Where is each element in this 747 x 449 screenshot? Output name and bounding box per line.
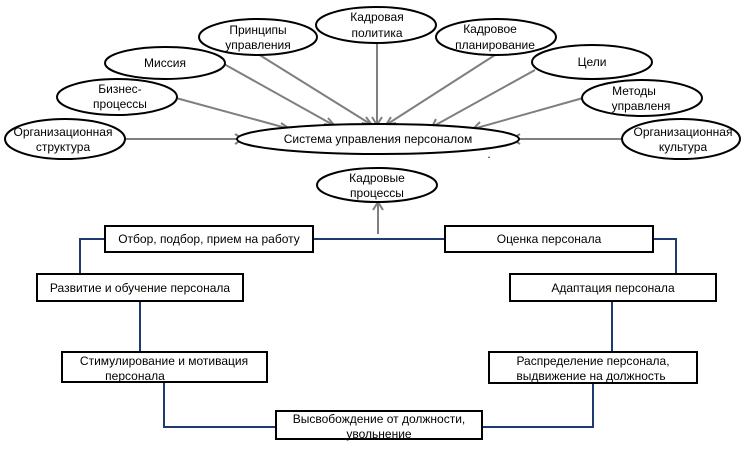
- box-motivation: [61, 351, 268, 383]
- factor-hr-policy: Кадровая политика: [315, 6, 437, 44]
- cycle-dismissal: Высвобождение от должности, увольнение: [275, 410, 483, 441]
- box-selection: [104, 225, 314, 253]
- connector-distribution-dismissal: [482, 383, 594, 428]
- arrow-business-processes: [175, 97, 291, 130]
- factor-org-culture: Организационная культура: [621, 118, 741, 160]
- center-node: Система управления персоналом .: [236, 123, 520, 161]
- center-ellipse: [236, 123, 520, 155]
- label-dismissal-line1: Высвобождение от должности,: [293, 412, 466, 426]
- cycle-motivation: Стимулирование и мотивация персонала: [61, 351, 268, 383]
- label-hr-planning-line2: планирование: [455, 38, 535, 52]
- label-org-culture-line1: Организационная: [634, 125, 733, 139]
- label-motivation-line2: персонала: [105, 369, 165, 383]
- cycle-distribution: Распределение персонала, выдвижение на д…: [488, 351, 698, 384]
- factor-business-processes: Бизнес- процессы: [56, 78, 178, 116]
- label-dismissal-line2: увольнение: [346, 427, 412, 441]
- arrow-goals: [431, 69, 536, 128]
- label-hr-policy-line2: политика: [352, 26, 403, 40]
- cycle-connectors: [79, 238, 677, 428]
- label-assessment: Оценка персонала: [497, 232, 602, 246]
- hr-processes-node: Кадровые процессы: [316, 167, 438, 203]
- factor-principles: Принципы управления: [198, 18, 318, 56]
- label-principles-line1: Принципы: [229, 23, 286, 37]
- factor-hr-planning: Кадровое планирование: [435, 18, 557, 56]
- box-assessment: [444, 225, 654, 253]
- arrow-methods: [472, 97, 584, 130]
- label-selection: Отбор, подбор, прием на работу: [118, 232, 300, 246]
- process-arrow: [372, 200, 384, 234]
- label-methods-line1: Методы: [612, 84, 656, 98]
- label-distribution-line2: выдвижение на должность: [516, 369, 665, 383]
- box-adaptation: [509, 273, 717, 302]
- box-distribution: [488, 351, 698, 384]
- ellipse-principles: [198, 18, 318, 56]
- cycle-adaptation: Адаптация персонала: [509, 273, 717, 302]
- label-hr-processes-line2: процессы: [350, 186, 404, 200]
- label-org-culture-line2: культура: [659, 140, 708, 154]
- factor-org-structure: Организационная структура: [4, 118, 126, 160]
- label-methods-line2: управленя: [612, 99, 671, 113]
- connector-dismissal-motivation: [163, 382, 276, 428]
- label-motivation-line1: Стимулирование и мотивация: [80, 354, 248, 368]
- stray-dot: .: [487, 147, 490, 161]
- label-business-processes-line2: процессы: [93, 97, 147, 111]
- label-principles-line2: управления: [225, 38, 290, 52]
- factor-methods: Методы управленя: [581, 79, 703, 117]
- ellipse-org-culture: [621, 118, 741, 160]
- factor-mission: Миссия: [104, 46, 226, 80]
- arrow-mission: [223, 63, 336, 127]
- center-label: Система управления персоналом: [284, 132, 472, 146]
- label-hr-processes-line1: Кадровые: [349, 171, 405, 185]
- box-development: [36, 273, 244, 302]
- cycle-development: Развитие и обучение персонала: [36, 273, 244, 302]
- ellipse-mission: [104, 46, 226, 80]
- connector-development-selection: [79, 238, 105, 274]
- label-hr-planning-line1: Кадровое: [463, 22, 517, 36]
- ellipse-hr-policy: [315, 6, 437, 44]
- label-adaptation: Адаптация персонала: [551, 281, 675, 295]
- label-org-structure-line1: Организационная: [14, 125, 113, 139]
- label-org-structure-line2: структура: [36, 140, 91, 154]
- ellipse-hr-processes: [316, 167, 438, 203]
- arrow-hr-planning: [385, 54, 496, 126]
- factor-goals: Цели: [531, 44, 653, 80]
- connector-assessment-adaptation: [654, 238, 677, 274]
- label-mission: Миссия: [144, 56, 186, 70]
- ellipse-business-processes: [56, 78, 178, 116]
- label-development: Развитие и обучение персонала: [50, 281, 230, 295]
- label-goals: Цели: [578, 55, 607, 69]
- label-business-processes-line1: Бизнес-: [98, 82, 141, 96]
- ellipse-hr-planning: [435, 18, 557, 56]
- box-dismissal: [275, 410, 483, 440]
- cycle-selection: Отбор, подбор, прием на работу: [104, 225, 314, 253]
- ellipse-goals: [531, 44, 653, 80]
- ellipse-methods: [581, 79, 703, 117]
- label-hr-policy-line1: Кадровая: [350, 10, 403, 24]
- arrow-principles: [257, 53, 373, 126]
- ellipse-org-structure: [4, 118, 126, 160]
- label-distribution-line1: Распределение персонала,: [516, 354, 669, 368]
- cycle-assessment: Оценка персонала: [444, 225, 654, 253]
